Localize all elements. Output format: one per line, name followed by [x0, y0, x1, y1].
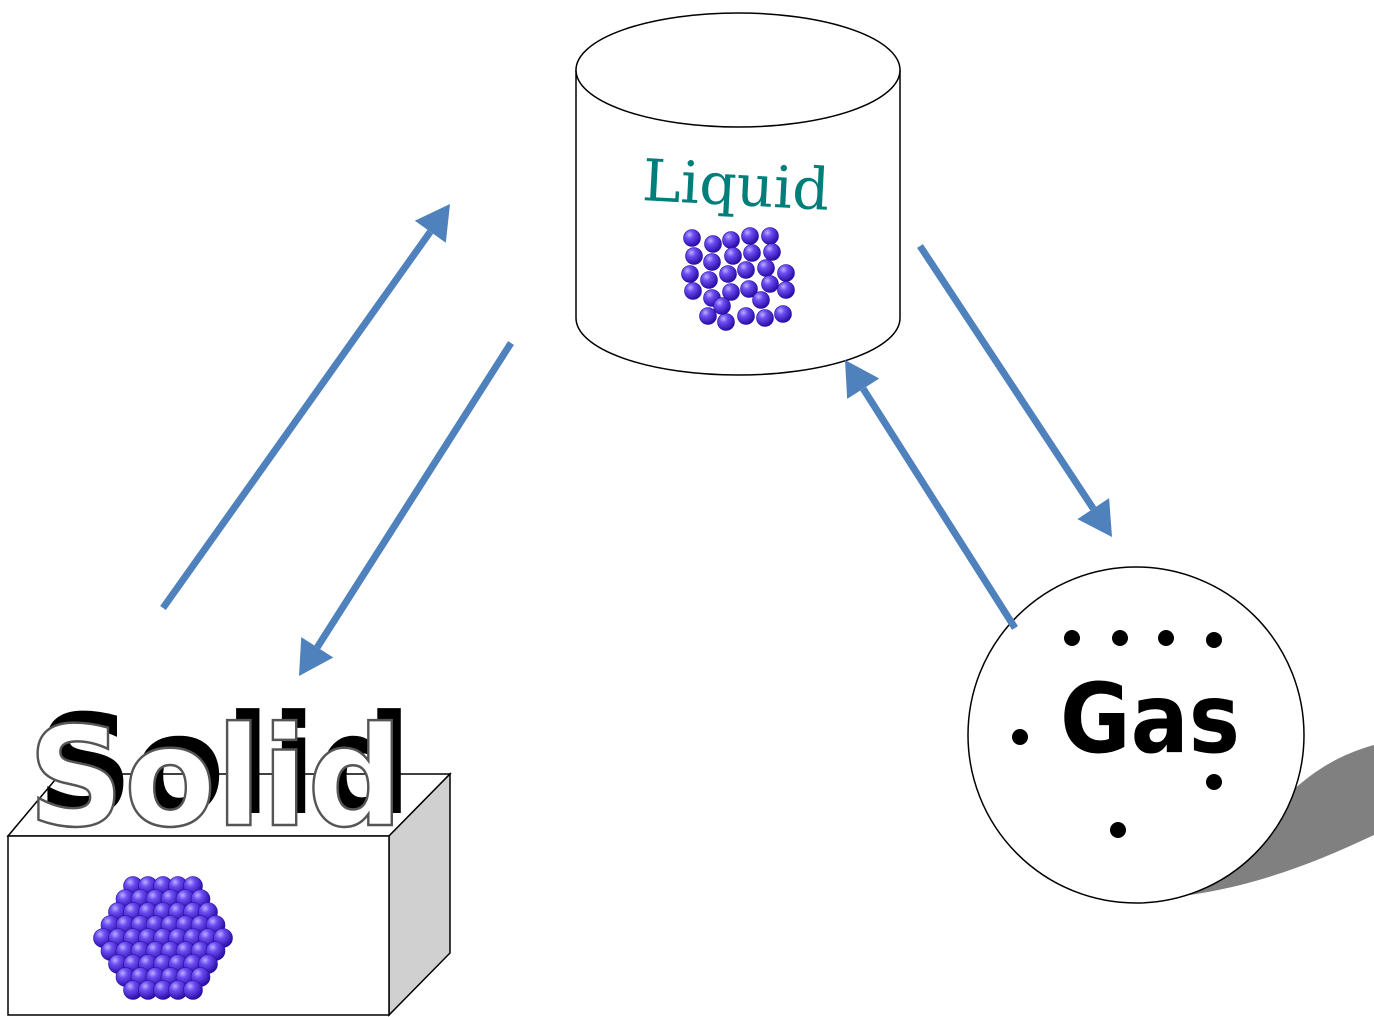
liquid-particle — [777, 264, 795, 282]
gas-circle — [967, 566, 1305, 904]
solid-label-shadow: Solid — [37, 685, 412, 846]
liquid-cylinder-top — [575, 12, 901, 128]
liquid-particle — [684, 282, 702, 300]
arrow-liquid-to-solid-head — [299, 637, 334, 676]
liquid-particle — [757, 259, 775, 277]
liquid-particle — [737, 307, 755, 325]
arrow-liquid-to-solid-shaft — [314, 341, 514, 650]
solid-particle-cluster — [93, 876, 233, 1000]
gas-particle — [1110, 822, 1126, 838]
arrow-liquid-to-gas-shaft — [917, 244, 1097, 511]
gas-particle — [1112, 630, 1128, 646]
gas-shadow — [1140, 745, 1374, 900]
liquid-particle — [722, 283, 740, 301]
solid-container: Solid Solid — [6, 685, 452, 1017]
liquid-particle — [700, 271, 718, 289]
transition-arrows — [160, 204, 1112, 676]
liquid-particle — [774, 305, 792, 323]
liquid-particle — [752, 291, 770, 309]
arrow-gas-to-liquid-head — [845, 360, 880, 399]
gas-container: Gas — [967, 566, 1305, 904]
solid-label: Solid — [28, 697, 403, 858]
gas-particle — [1206, 774, 1222, 790]
liquid-particle — [685, 247, 703, 265]
liquid-particle — [763, 243, 781, 261]
liquid-particle — [740, 280, 758, 298]
liquid-container: Liquid — [575, 12, 901, 376]
liquid-particle — [724, 247, 742, 265]
liquid-particle — [703, 253, 721, 271]
liquid-particle — [681, 265, 699, 283]
gas-particle — [1064, 630, 1080, 646]
liquid-particle — [743, 244, 761, 262]
arrow-liquid-to-gas-head — [1077, 498, 1112, 537]
liquid-particle-cluster — [681, 227, 795, 331]
liquid-particle — [717, 313, 735, 331]
liquid-label: Liquid — [641, 146, 832, 224]
solid-label-group: Solid Solid — [27, 685, 412, 859]
arrow-solid-to-liquid-shaft — [160, 229, 434, 611]
liquid-particle — [741, 227, 759, 245]
gas-particle — [1158, 630, 1174, 646]
gas-particle — [1012, 729, 1028, 745]
gas-particle — [1206, 632, 1222, 648]
liquid-particle — [704, 235, 722, 253]
liquid-particle — [683, 229, 701, 247]
liquid-particle — [713, 297, 731, 315]
liquid-particle — [699, 307, 717, 325]
liquid-particle — [777, 281, 795, 299]
liquid-particle — [719, 265, 737, 283]
liquid-particle — [761, 275, 779, 293]
gas-particles — [1012, 630, 1222, 838]
liquid-particle — [722, 231, 740, 249]
liquid-particle — [761, 227, 779, 245]
arrow-solid-to-liquid-head — [414, 204, 450, 243]
gas-label: Gas — [1060, 663, 1240, 775]
liquid-cylinder-body — [575, 70, 901, 376]
arrow-gas-to-liquid-shaft — [860, 386, 1018, 630]
liquid-particle — [737, 261, 755, 279]
solid-particle — [183, 980, 203, 1000]
liquid-particle — [756, 309, 774, 327]
